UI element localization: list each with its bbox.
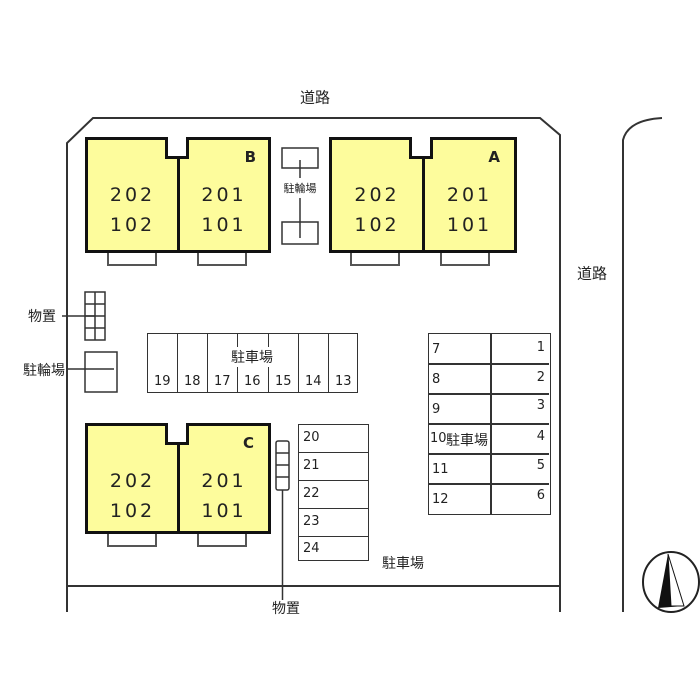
parking-space[interactable]: 21 [298, 452, 369, 481]
parking-space[interactable]: 19 [147, 333, 178, 393]
space-number: 23 [303, 514, 320, 529]
space-number: 18 [184, 374, 201, 389]
building-name: C [242, 434, 254, 452]
space-number[interactable]: 2 [536, 370, 545, 385]
bike-parking-label-left: 駐輪場 [23, 363, 65, 379]
storage-bottom [275, 440, 290, 600]
balcony [197, 253, 247, 266]
space-number[interactable]: 10 [430, 431, 447, 446]
parking-space[interactable]: 20 [298, 424, 369, 453]
balcony [350, 253, 400, 266]
space-number[interactable]: 3 [536, 398, 545, 413]
space-number: 13 [335, 374, 352, 389]
storage-label-bottom: 物置 [272, 601, 300, 617]
space-number[interactable]: 1 [536, 340, 545, 355]
space-number: 24 [303, 541, 320, 556]
road-label-top: 道路 [299, 88, 331, 107]
space-number: 16 [244, 374, 261, 389]
balcony [107, 534, 157, 547]
unit-number-upper: 202 [109, 470, 156, 492]
space-number[interactable]: 11 [432, 462, 449, 477]
unit-number-lower: 102 [354, 214, 400, 236]
parking-label-bottom: 駐車場 [382, 556, 424, 572]
space-number[interactable]: 4 [536, 429, 545, 444]
balcony [197, 534, 247, 547]
parking-space[interactable]: 22 [298, 480, 369, 509]
unit-number-upper: 201 [446, 184, 493, 206]
parking-space[interactable]: 23 [298, 508, 369, 537]
space-number: 15 [275, 374, 292, 389]
space-number: 21 [303, 458, 320, 473]
storage-left [62, 291, 118, 393]
parking-space[interactable]: 14 [298, 333, 329, 393]
parking-space[interactable]: 18 [177, 333, 208, 393]
road-label-right: 道路 [576, 264, 608, 283]
unit-number-lower: 101 [201, 214, 247, 236]
space-number: 17 [214, 374, 231, 389]
space-number[interactable]: 12 [432, 492, 449, 507]
space-number: 22 [303, 486, 320, 501]
balcony [440, 253, 490, 266]
space-number: 19 [154, 374, 171, 389]
entrance-notch [165, 423, 189, 445]
entrance-notch [409, 137, 433, 159]
building-name: B [244, 148, 256, 166]
parking-label-row: 駐車場 [229, 347, 275, 367]
parking-space[interactable]: 13 [328, 333, 358, 393]
unit-number-lower: 102 [109, 500, 156, 522]
unit-b-right[interactable]: 201 101 B [177, 137, 271, 253]
parking-right: 7 8 9 10 11 12 1 2 3 4 5 6 駐車場 [428, 333, 551, 515]
unit-number-upper: 201 [201, 470, 247, 492]
unit-number-upper: 201 [201, 184, 247, 206]
space-number[interactable]: 5 [536, 458, 545, 473]
unit-c-right[interactable]: 201 101 C [177, 423, 271, 534]
space-number[interactable]: 8 [432, 372, 441, 387]
unit-number-upper: 202 [109, 184, 156, 206]
unit-number-lower: 102 [109, 214, 156, 236]
space-number[interactable]: 9 [432, 402, 441, 417]
unit-number-lower: 101 [201, 500, 247, 522]
space-number[interactable]: 6 [536, 488, 545, 503]
unit-a-right[interactable]: 201 101 A [422, 137, 517, 253]
entrance-notch [165, 137, 189, 159]
unit-number-upper: 202 [354, 184, 400, 206]
unit-number-lower: 101 [446, 214, 493, 236]
balcony [107, 253, 157, 266]
parking-space[interactable]: 24 [298, 536, 369, 561]
storage-label-left: 物置 [28, 309, 56, 325]
space-number: 14 [305, 374, 322, 389]
parking-label-right: 駐車場 [446, 430, 488, 450]
north-arrow-icon [642, 551, 700, 613]
space-number[interactable]: 7 [432, 342, 441, 357]
bike-parking-label-center: 駐輪場 [283, 182, 317, 195]
building-name: A [488, 148, 500, 166]
space-number: 20 [303, 430, 320, 445]
